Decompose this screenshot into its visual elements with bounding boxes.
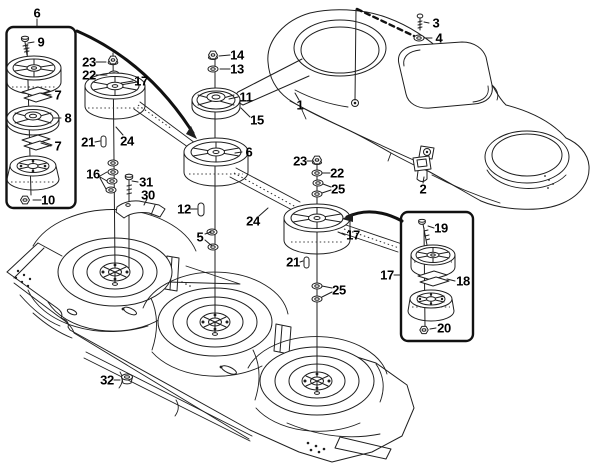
- callout-pulley11: 11: [239, 89, 253, 105]
- callout-pin12: 12: [177, 201, 191, 217]
- callout-pin21-right: 21: [286, 254, 300, 270]
- callout-washer22-left: 22: [82, 67, 96, 83]
- callout-box6: 6: [33, 5, 41, 21]
- callout-pin21-left: 21: [81, 134, 95, 150]
- callout-nut10: 10: [41, 192, 55, 208]
- callout-pulley17-mid: 17: [346, 227, 360, 243]
- callout-plug32: 32: [100, 372, 114, 388]
- callout-bolt9: 9: [37, 34, 45, 50]
- callout-bolt31: 31: [139, 174, 153, 190]
- box17-parts: [407, 218, 456, 335]
- callout-nut14: 14: [230, 47, 244, 63]
- callout-clip2: 2: [419, 181, 427, 197]
- arrow-box6-to-pulley6: [75, 29, 197, 139]
- callout-washers16: 16: [86, 166, 100, 182]
- timing-belt-24: [133, 101, 403, 253]
- pulley-11-stack: [191, 50, 241, 120]
- callout-belt15: 15: [250, 112, 264, 128]
- callout-belt24-lower: 24: [246, 213, 260, 229]
- callout-pulley17-left: 17: [134, 73, 148, 89]
- callout-key18: 18: [456, 273, 470, 289]
- screw-3-washer-4: [355, 7, 425, 42]
- callout-washer13: 13: [230, 61, 244, 77]
- washer-4-icon: [413, 34, 425, 42]
- callout-washers25-lower: 25: [332, 282, 346, 298]
- callout-key7-lower: 7: [54, 138, 62, 154]
- clip-part-2: [412, 155, 432, 182]
- deck-plug-32: [121, 373, 133, 385]
- callout-key7-upper: 7: [54, 87, 62, 103]
- callout-screw3: 3: [432, 15, 440, 31]
- belt-cover: [267, 9, 590, 210]
- callout-nut23-left: 23: [82, 54, 96, 70]
- callout-bracket30: 30: [141, 187, 155, 203]
- pulley-6-stack: [183, 137, 249, 251]
- arrow-box17-to-pulley17: [342, 210, 404, 223]
- callout-pulley6: 6: [245, 144, 253, 160]
- callout-bolt19: 19: [434, 220, 448, 236]
- callout-washer4: 4: [435, 30, 443, 46]
- callout-cover1: 1: [296, 97, 304, 113]
- deck-spindle-right: [247, 336, 388, 432]
- leader-lines: [27, 18, 456, 381]
- pulley-17-left-stack: [84, 55, 166, 219]
- callout-nut20: 20: [437, 320, 451, 336]
- box6-parts: [6, 35, 62, 205]
- callout-washer22-right: 22: [330, 165, 344, 181]
- callout-belt24-upper: 24: [120, 133, 134, 149]
- deck-spindle-middle: [142, 271, 289, 377]
- callout-pulley8: 8: [64, 110, 72, 126]
- callout-box17: 17: [380, 267, 394, 283]
- callout-washers25-upper: 25: [331, 181, 345, 197]
- callout-nut23-right: 23: [293, 153, 307, 169]
- callout-washers5: 5: [196, 229, 204, 245]
